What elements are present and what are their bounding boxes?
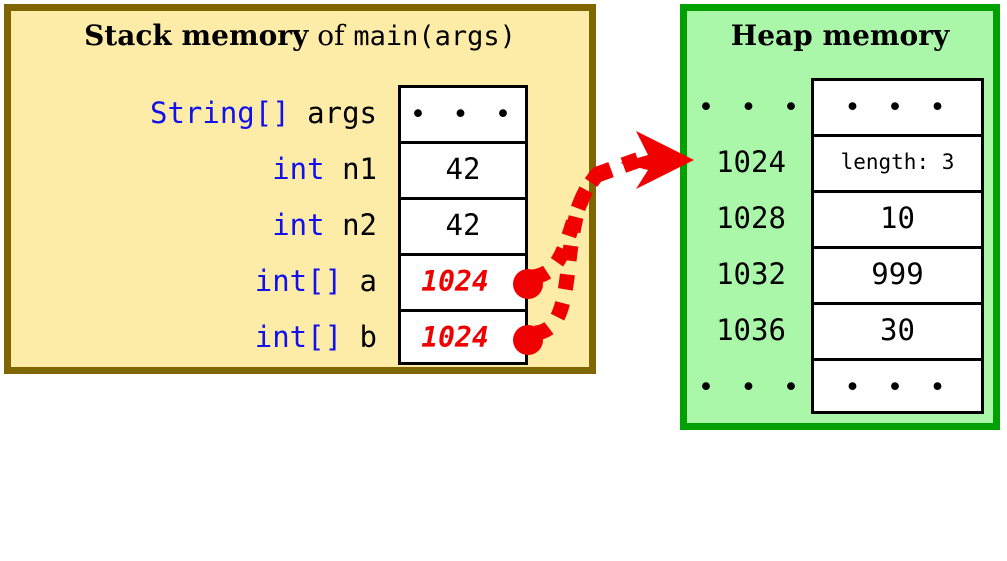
stack-row: int n1 42 xyxy=(11,141,589,197)
heap-cell-element-1: 999 xyxy=(811,246,984,302)
stack-variable-type: int xyxy=(272,208,325,242)
stack-row: int[] a 1024 xyxy=(11,253,589,309)
heap-address-label: • • • xyxy=(693,358,809,414)
stack-memory-panel: Stack memory of main(args) String[] args… xyxy=(4,4,596,374)
heap-row: • • • • • • xyxy=(687,358,993,414)
stack-variable-type: int[] xyxy=(254,320,343,354)
stack-variable-name: a xyxy=(359,264,377,298)
stack-cell-b: 1024 xyxy=(398,309,543,365)
stack-variable-type: String[] xyxy=(150,96,290,130)
stack-cell-a: 1024 xyxy=(398,253,543,309)
heap-cell-element-0: 10 xyxy=(811,190,984,246)
stack-variable-label-args: String[] args xyxy=(150,85,377,141)
heap-cell-element-2: 30 xyxy=(811,302,984,358)
stack-pointer-value-b: 1024 xyxy=(421,321,489,354)
stack-variable-type: int[] xyxy=(254,264,343,298)
stack-title-bold: Stack memory xyxy=(84,19,309,52)
ellipsis-glyph: • • • xyxy=(697,372,805,403)
heap-memory-panel: Heap memory • • • • • • 1024 length: 3 1… xyxy=(680,4,1000,430)
heap-address-label-1024: 1024 xyxy=(716,145,786,179)
heap-cell-length: length: 3 xyxy=(811,134,984,190)
stack-variable-label-n2: int n2 xyxy=(272,197,377,253)
stack-variable-type: int xyxy=(272,152,325,186)
ellipsis-glyph: • • • xyxy=(697,92,805,123)
heap-address-label-1036: 1036 xyxy=(716,313,786,347)
heap-row: 1024 length: 3 xyxy=(687,134,993,190)
ellipsis-glyph: • • • xyxy=(844,92,951,123)
reference-dot-icon xyxy=(513,325,543,355)
ellipsis-glyph: • • • xyxy=(409,99,517,130)
heap-address-label: • • • xyxy=(693,78,809,134)
heap-row: 1028 10 xyxy=(687,190,993,246)
reference-arrow-stem xyxy=(593,152,641,183)
stack-panel-title: Stack memory of main(args) xyxy=(11,19,589,52)
heap-panel-title: Heap memory xyxy=(730,19,950,52)
stack-variable-label-n1: int n1 xyxy=(272,141,377,197)
heap-cell: • • • xyxy=(811,78,984,134)
stack-variable-name: n1 xyxy=(342,152,377,186)
stack-cell-args: • • • xyxy=(398,85,528,141)
heap-row: • • • • • • xyxy=(687,78,993,134)
stack-variable-name: b xyxy=(359,320,377,354)
reference-dot-icon xyxy=(513,269,543,299)
stack-cell-n2: 42 xyxy=(398,197,528,253)
heap-row: 1032 999 xyxy=(687,246,993,302)
stack-title-plain: of xyxy=(308,19,354,52)
heap-address-label-1028: 1028 xyxy=(716,201,786,235)
stack-row: int[] b 1024 xyxy=(11,309,589,365)
stack-cell-n1: 42 xyxy=(398,141,528,197)
stack-variable-label-a: int[] a xyxy=(255,253,377,309)
heap-address-label-1032: 1032 xyxy=(716,257,786,291)
stack-pointer-value-a: 1024 xyxy=(421,265,489,298)
stack-variable-name: n2 xyxy=(342,208,377,242)
stack-title-mono: main(args) xyxy=(353,21,516,52)
stack-row: String[] args • • • xyxy=(11,85,589,141)
heap-row: 1036 30 xyxy=(687,302,993,358)
stack-variable-label-b: int[] b xyxy=(255,309,377,365)
stack-variable-name: args xyxy=(307,96,377,130)
stack-row: int n2 42 xyxy=(11,197,589,253)
heap-cell: • • • xyxy=(811,358,984,414)
ellipsis-glyph: • • • xyxy=(844,372,951,403)
